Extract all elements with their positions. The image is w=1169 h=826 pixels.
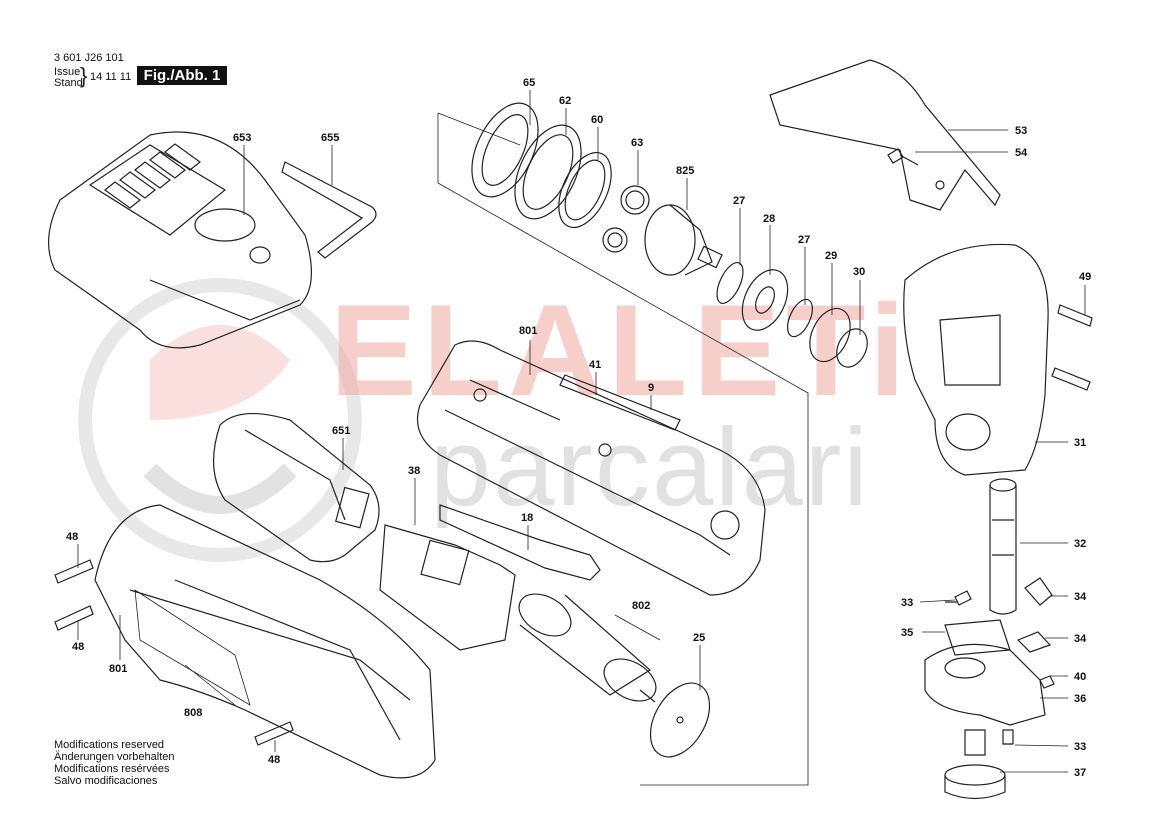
washer-part-27b [787, 298, 813, 338]
callout-27b: 27 [798, 234, 810, 246]
callout-653: 653 [233, 132, 251, 144]
callout-48c: 48 [268, 754, 280, 766]
callout-40: 40 [1074, 671, 1086, 683]
notice-line-fr: Modifications resérvées [54, 763, 170, 775]
pin-part-49 [1057, 304, 1093, 327]
ring-part-60 [558, 151, 612, 229]
document-number: 3 601 J26 101 [54, 52, 124, 64]
motor-part-802 [518, 593, 657, 703]
callout-32: 32 [1074, 538, 1086, 550]
callout-41: 41 [589, 359, 601, 371]
spindle-part-32 [989, 478, 1017, 615]
callout-48b: 48 [72, 641, 84, 653]
callout-65: 65 [523, 77, 535, 89]
callout-29: 29 [825, 250, 837, 262]
washer-part-27 [716, 262, 744, 304]
callout-801: 801 [519, 325, 537, 337]
stand-label: Stand [54, 77, 83, 89]
disc-part-25 [649, 682, 711, 758]
issue-date: 14 11 11 [90, 71, 132, 83]
callout-28: 28 [763, 213, 775, 225]
bolt-part-37 [944, 729, 1006, 800]
leader-lines [77, 90, 1086, 773]
callout-655: 655 [321, 132, 339, 144]
callout-801b: 801 [109, 663, 127, 675]
figure-label: Fig./Abb. 1 [137, 66, 227, 85]
switch-module-part-38 [379, 524, 516, 651]
gear-part-63 [620, 185, 650, 215]
screw-part-48b [54, 605, 94, 631]
callout-802: 802 [632, 600, 650, 612]
hex-key-part-655 [281, 161, 377, 259]
label-part-808 [134, 589, 251, 706]
callout-33b: 33 [1074, 741, 1086, 753]
plate-part-28 [741, 269, 789, 331]
head-housing-part-31 [903, 243, 1049, 476]
screw-part-48a [54, 559, 94, 584]
part-34b [1016, 631, 1052, 653]
housing-half-part-801 [416, 340, 766, 596]
slider-part-18 [439, 504, 601, 581]
callout-63: 63 [631, 137, 643, 149]
cover-part-53 [769, 59, 1001, 211]
assembly-boundary-line [437, 113, 809, 786]
callout-34b: 34 [1074, 633, 1087, 645]
die-holder-part-36 [924, 643, 1046, 726]
callout-18: 18 [521, 512, 533, 524]
battery-part-651 [212, 412, 380, 563]
callout-33: 33 [901, 597, 913, 609]
callout-60: 60 [591, 114, 603, 126]
callout-54: 54 [1015, 147, 1028, 159]
callout-49: 49 [1079, 271, 1091, 283]
bearing-part-29 [809, 307, 851, 363]
screw-part-54 [887, 148, 919, 166]
callout-30: 30 [853, 266, 865, 278]
watermark-top-text: ELALETi [330, 277, 911, 423]
bearing-part-30 [836, 328, 868, 368]
callout-labels: 653 655 65 62 60 63 825 27 28 27 29 30 5… [66, 77, 1091, 779]
charger-part-653 [47, 131, 313, 349]
callout-37: 37 [1074, 767, 1086, 779]
screw-part-48c [254, 721, 294, 746]
callout-36: 36 [1074, 693, 1086, 705]
notice-line-en: Modifications reserved [54, 739, 165, 751]
issue-label: Issue [54, 66, 81, 78]
callout-35: 35 [901, 627, 913, 639]
callout-53: 53 [1015, 125, 1027, 137]
notice-line-es: Salvo modificaciones [54, 775, 158, 787]
callout-31: 31 [1074, 437, 1086, 449]
callout-651: 651 [332, 425, 350, 437]
modifications-notice: Modifications reserved Änderungen vorbeh… [54, 739, 174, 787]
notice-line-de: Änderungen vorbehalten [54, 751, 175, 763]
callout-27: 27 [733, 195, 745, 207]
plate-part-35 [944, 619, 1011, 656]
housing-half-part-801b [94, 504, 436, 779]
callout-808: 808 [184, 707, 202, 719]
callout-62: 62 [559, 95, 571, 107]
callout-48a: 48 [66, 531, 78, 543]
watermark-bottom-text: parcalari [430, 406, 870, 529]
part-34a [1024, 577, 1053, 606]
gear-carrier-part-825 [644, 204, 723, 276]
callout-825: 825 [676, 165, 694, 177]
brace-symbol: } [80, 63, 88, 88]
watermark: ELALETi parcalari [78, 277, 911, 562]
callout-34a: 34 [1074, 591, 1087, 603]
screw-part-40 [1039, 675, 1055, 689]
screw-part-33b [1002, 729, 1014, 745]
ring-part-62 [514, 124, 582, 220]
callout-9: 9 [648, 382, 654, 394]
screw-part-33 [945, 590, 972, 606]
callout-38: 38 [408, 465, 420, 477]
callout-25: 25 [693, 632, 705, 644]
